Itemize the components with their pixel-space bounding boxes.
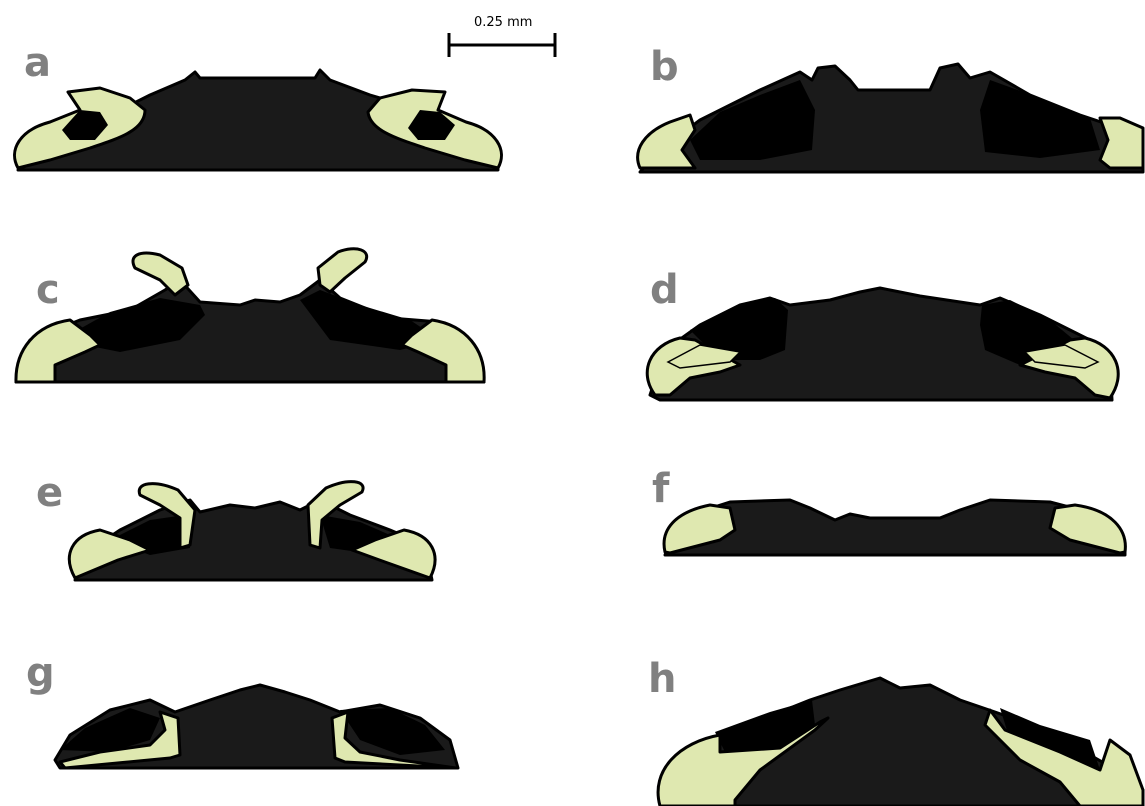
- panel-h: h: [648, 656, 1143, 806]
- scale-bar-label: 0.25 mm: [474, 15, 532, 30]
- panel-label-a: a: [24, 40, 51, 86]
- panel-f: f: [652, 466, 1125, 555]
- panel-label-b: b: [650, 44, 679, 90]
- appendage-c-left-upper: [133, 253, 188, 295]
- panel-b: b: [638, 44, 1143, 172]
- panel-g: g: [26, 650, 458, 768]
- panel-e: e: [36, 470, 435, 580]
- appendage-c-right-upper: [318, 249, 367, 292]
- appendage-b-left: [638, 115, 695, 168]
- panel-label-d: d: [650, 267, 679, 313]
- panel-c: c: [16, 249, 484, 382]
- panel-d: d: [647, 267, 1118, 400]
- panel-label-h: h: [648, 656, 676, 702]
- panel-a: a: [15, 40, 502, 170]
- appendage-b-right: [1100, 118, 1143, 168]
- panel-label-c: c: [36, 267, 60, 313]
- scale-bar: 0.25 mm: [449, 15, 555, 57]
- panel-label-g: g: [26, 650, 55, 696]
- panel-label-e: e: [36, 470, 63, 516]
- panel-label-f: f: [652, 466, 670, 512]
